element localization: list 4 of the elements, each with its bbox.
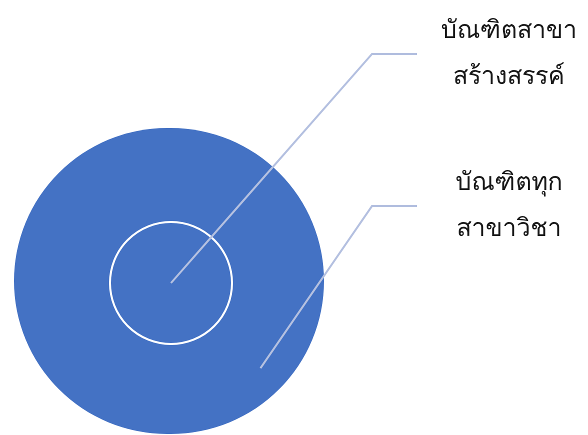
callout-text: บัณฑิตทุกสาขาวิชา xyxy=(454,166,564,244)
leader-line xyxy=(260,205,417,369)
leader-line xyxy=(170,53,417,284)
callout-text: บัณฑิตสาขาสร้างสรรค์ xyxy=(440,14,578,92)
